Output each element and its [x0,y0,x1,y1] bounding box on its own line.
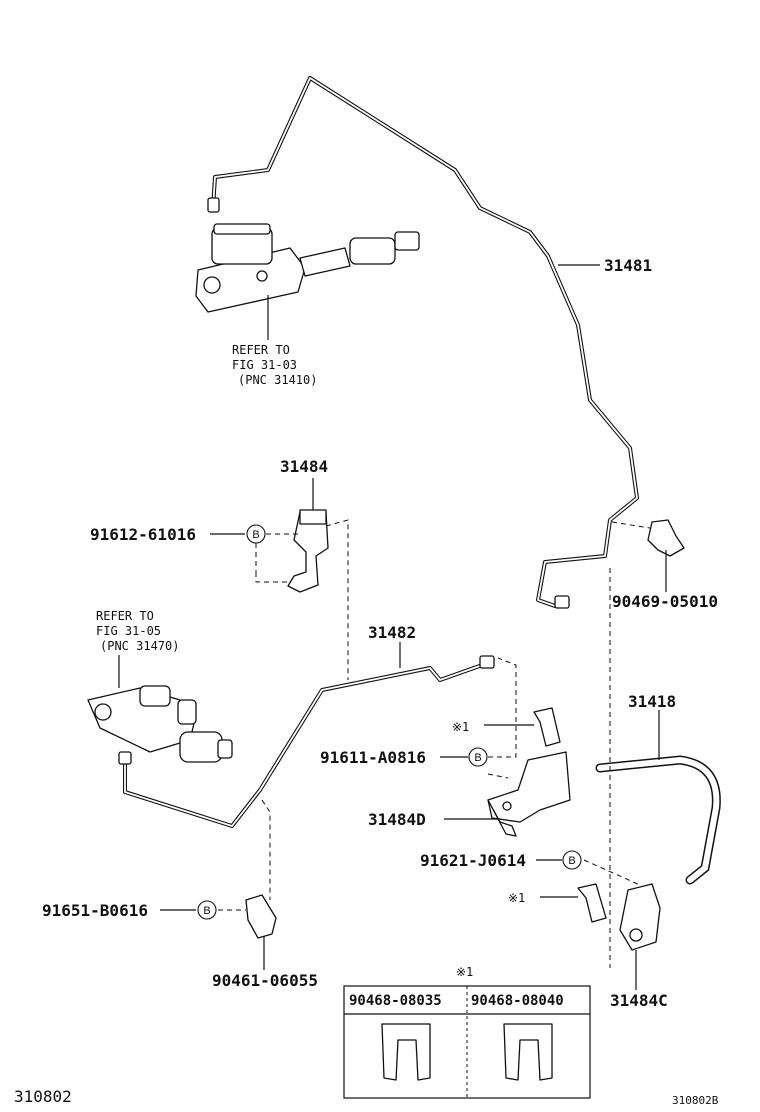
svg-text:B: B [252,529,259,541]
pipe-31482 [123,661,490,828]
label-31481: 31481 [604,256,652,275]
release-cylinder-icon [87,685,233,763]
svg-text:B: B [568,855,575,867]
table-col-90468-08040: 90468-08040 [471,993,564,1009]
leader-lines [118,264,667,990]
label-31484: 31484 [280,457,328,476]
pipe-31481 [211,76,639,608]
u-clip-icon [381,1023,431,1081]
svg-text:(PNC 31410): (PNC 31410) [238,373,317,387]
label-90469-05010: 90469-05010 [612,592,718,611]
bracket-31484-icon [287,509,329,593]
label-31484d: 31484D [368,810,426,829]
table-col-90468-08035: 90468-08035 [349,993,442,1009]
svg-text:(PNC 31470): (PNC 31470) [100,639,179,653]
marker-b-91612: B [246,524,266,544]
dashed-lines [218,519,651,968]
u-clip-icon [503,1023,553,1081]
u-clip-icon [533,707,607,923]
refer-note-mid: REFER TO FIG 31-05 (PNC 31470) [96,609,179,653]
clip-90469-icon [647,519,685,557]
hose-31418 [595,755,721,885]
clip-90461-icon [245,894,277,939]
svg-text:FIG 31-03: FIG 31-03 [232,358,297,372]
note-mark-table: ※1 [456,965,473,979]
pipe-fitting-icon [118,197,570,765]
label-31418: 31418 [628,692,676,711]
clip-table: 90468-08035 90468-08040 [343,985,591,1099]
label-91651-b0616: 91651-B0616 [42,901,148,920]
note-mark-2: ※1 [508,891,525,905]
note-mark-1: ※1 [452,720,469,734]
svg-text:REFER TO: REFER TO [232,343,290,357]
marker-b-91611: B [468,747,488,767]
label-91621-j0614: 91621-J0614 [420,851,526,870]
label-91611-a0816: 91611-A0816 [320,748,426,767]
figure-code-left: 310802 [14,1087,72,1106]
svg-text:B: B [203,905,210,917]
svg-text:REFER TO: REFER TO [96,609,154,623]
svg-text:B: B [474,752,481,764]
figure-code-right: 310802B [672,1094,719,1107]
bracket-31484d-icon [487,751,571,837]
marker-b-91621: B [562,850,582,870]
bracket-31484c-icon [619,883,661,951]
refer-note-top: REFER TO FIG 31-03 (PNC 31410) [232,343,317,387]
label-90461-06055: 90461-06055 [212,971,318,990]
master-cylinder-icon [195,223,420,313]
marker-b-91651: B [197,900,217,920]
svg-text:FIG 31-05: FIG 31-05 [96,624,161,638]
label-31484c: 31484C [610,991,668,1010]
label-31482: 31482 [368,623,416,642]
label-91612-61016: 91612-61016 [90,525,196,544]
